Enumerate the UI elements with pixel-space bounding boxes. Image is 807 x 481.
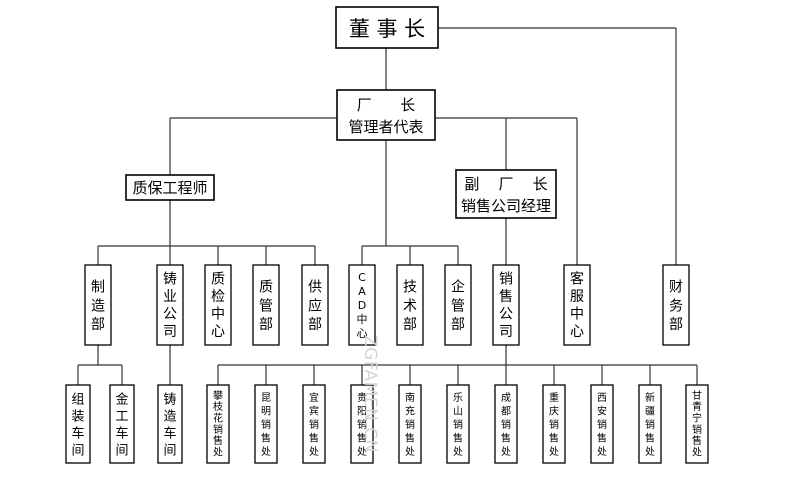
dept-sales-1-label: 客服中心: [570, 271, 584, 341]
deputy-director-node: 副 厂 长 销售公司经理: [455, 169, 557, 219]
dept-1: 铸业公司: [156, 264, 184, 346]
workshop-1-label: 金工车间: [115, 391, 128, 458]
qa-engineer-node: 质保工程师: [125, 174, 215, 201]
dept-4: 供应部: [301, 264, 329, 346]
sales-office-8-label: 西安销售处: [597, 393, 607, 458]
connector-lines: [77, 27, 698, 385]
sales-office-10-label: 甘青宁销售处: [692, 389, 702, 459]
sales-office-10: 甘青宁销售处: [685, 384, 709, 464]
dept-1-label: 铸业公司: [163, 272, 177, 341]
sales-office-3: 贵阳销售处: [350, 384, 374, 464]
dept-4-label: 供应部: [308, 279, 322, 333]
sales-office-9: 新疆销售处: [638, 384, 662, 464]
sales-office-3-label: 贵阳销售处: [357, 391, 367, 458]
dept-dir-1-label: 技术部: [403, 279, 417, 333]
sales-office-7-label: 重庆销售处: [549, 391, 559, 458]
sales-office-1: 昆明销售处: [254, 384, 278, 464]
dept-3-label: 质管部: [259, 279, 273, 333]
dept-dir-1: 技术部: [396, 264, 424, 346]
sales-office-0: 攀枝花销售处: [206, 384, 230, 464]
dept-finance-label: 财务部: [669, 279, 683, 333]
sales-office-8: 西安销售处: [590, 384, 614, 464]
dept-sales-0-label: 销售公司: [499, 272, 513, 341]
dept-2-label: 质检中心: [211, 272, 225, 341]
workshop-0: 组装车间: [65, 384, 91, 464]
dept-dir-2-label: 企管部: [451, 278, 465, 333]
sales-office-6: 成都销售处: [494, 384, 518, 464]
dept-0-label: 制造部: [91, 279, 105, 333]
sales-office-5: 乐山销售处: [446, 384, 470, 464]
sales-office-2: 宜宾销售处: [302, 384, 326, 464]
qa-engineer-label: 质保工程师: [132, 179, 207, 197]
dept-3: 质管部: [252, 264, 280, 346]
sales-office-9-label: 新疆销售处: [645, 391, 655, 458]
sales-office-7: 重庆销售处: [542, 384, 566, 464]
dept-2: 质检中心: [204, 264, 232, 346]
sales-office-6-label: 成都销售处: [501, 392, 511, 458]
workshop-1: 金工车间: [109, 384, 135, 464]
chairman-node: 董 事 长: [335, 6, 439, 49]
factory-director-subtitle: 管理者代表: [348, 118, 423, 136]
dept-0: 制造部: [84, 264, 112, 346]
factory-director-node: 厂 长 管理者代表: [336, 89, 436, 141]
dept-dir-2: 企管部: [444, 264, 472, 346]
chairman-label: 董 事 长: [349, 17, 425, 41]
dept-finance: 财务部: [662, 264, 690, 346]
sales-office-2-label: 宜宾销售处: [309, 391, 319, 458]
sales-office-4-label: 南充销售处: [405, 391, 415, 458]
casting-workshop-0: 铸造车间: [157, 384, 183, 464]
dept-sales-0: 销售公司: [492, 264, 520, 346]
sales-office-0-label: 攀枝花销售处: [213, 389, 223, 459]
casting-workshop-0-label: 铸造车间: [163, 391, 176, 458]
workshop-row: 组装车间 金工车间 铸造车间: [65, 384, 183, 464]
sales-office-4: 南充销售处: [398, 384, 422, 464]
deputy-director-subtitle: 销售公司经理: [461, 197, 551, 215]
watermark: ZGFAMEN.CN: [360, 335, 380, 453]
workshop-0-label: 组装车间: [71, 392, 84, 458]
sales-office-1-label: 昆明销售处: [261, 392, 271, 458]
deputy-director-title: 副 厂 长: [464, 175, 547, 193]
factory-director-title: 厂 长: [357, 96, 416, 114]
sales-office-5-label: 乐山销售处: [453, 392, 463, 458]
sales-office-row: 攀枝花销售处 昆明销售处 宜宾销售处 贵阳销售处 南充销售处 乐山销售处 成都销售处 重庆销售…: [206, 384, 709, 464]
dept-sales-1: 客服中心: [563, 264, 591, 346]
